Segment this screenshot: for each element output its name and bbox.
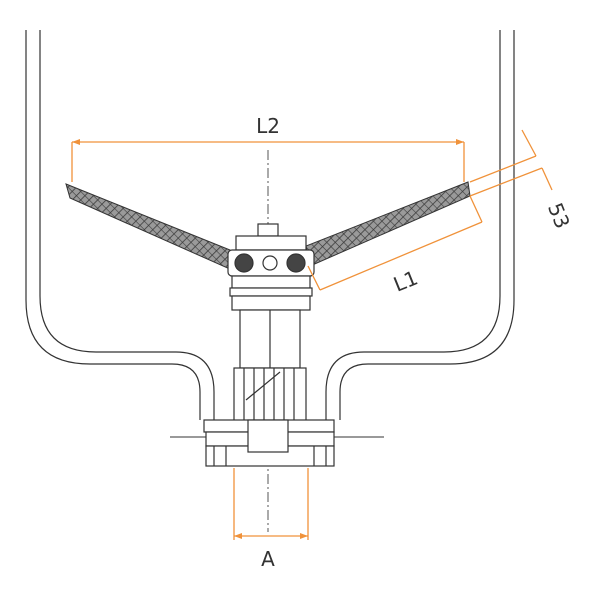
dimension-l1: [307, 195, 483, 291]
tank-wall: [25, 30, 515, 420]
dimension-a: [233, 468, 309, 540]
dimension-a-label: A: [261, 547, 275, 571]
dimension-l2-label: L2: [256, 114, 280, 138]
dimension-angle: [469, 129, 553, 197]
dimension-l1-label: L1: [390, 265, 421, 296]
left-strainer-hose: [65, 183, 233, 271]
standpipe: [233, 309, 307, 429]
bottom-flange: [203, 419, 335, 467]
dimension-angle-label: 53: [543, 199, 575, 232]
manifold-head: [227, 223, 315, 311]
dimension-l2: [71, 139, 465, 182]
right-strainer-hose: [305, 181, 471, 267]
